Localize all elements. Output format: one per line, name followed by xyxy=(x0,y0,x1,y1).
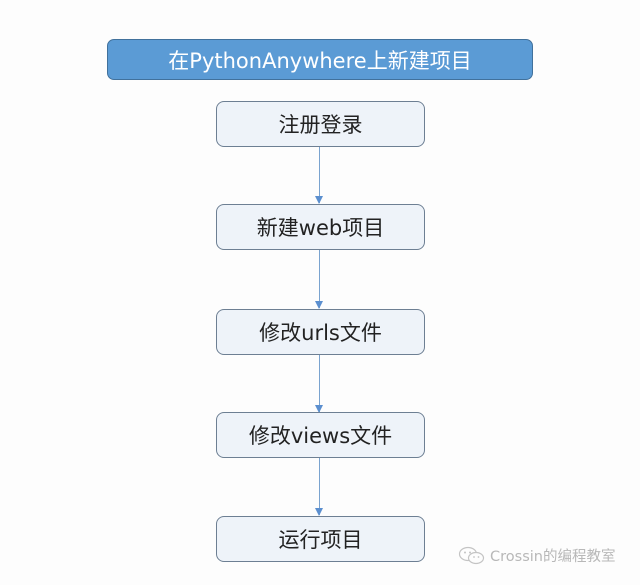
watermark: Crossin的编程教室 xyxy=(458,545,615,566)
arrow-1 xyxy=(313,147,325,204)
diagram-title: 在PythonAnywhere上新建项目 xyxy=(168,48,472,73)
step-label: 注册登录 xyxy=(278,113,363,137)
step-edit-urls: 修改urls文件 xyxy=(216,309,425,355)
watermark-text: Crossin的编程教室 xyxy=(490,549,616,565)
step-register-login: 注册登录 xyxy=(216,101,425,147)
wechat-icon xyxy=(458,546,485,564)
arrow-3 xyxy=(313,355,325,413)
step-label: 修改urls文件 xyxy=(259,321,382,345)
step-run-project: 运行项目 xyxy=(216,516,425,562)
diagram-title-box: 在PythonAnywhere上新建项目 xyxy=(107,39,533,80)
arrow-4 xyxy=(313,458,325,516)
step-label: 运行项目 xyxy=(278,528,363,552)
step-label: 修改views文件 xyxy=(248,424,393,448)
step-label: 新建web项目 xyxy=(256,216,385,240)
step-create-web-project: 新建web项目 xyxy=(216,204,425,250)
step-edit-views: 修改views文件 xyxy=(216,412,425,458)
arrow-2 xyxy=(313,250,325,309)
